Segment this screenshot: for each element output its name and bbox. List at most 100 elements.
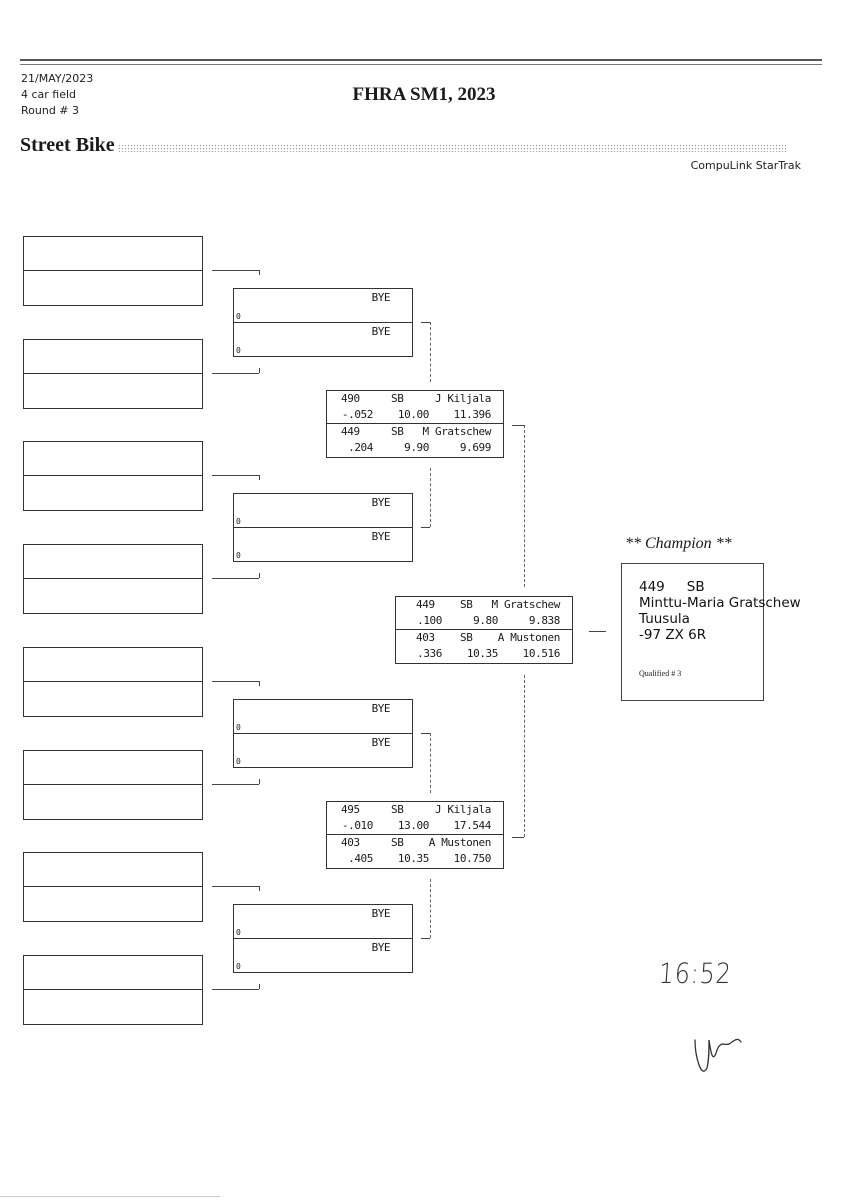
connector-tick (259, 475, 260, 480)
connector-dashed (430, 879, 431, 938)
car-number: 490 (341, 392, 360, 405)
connector (212, 886, 259, 887)
round1-slot-bottom (24, 887, 202, 921)
round1-slot-bottom (24, 476, 202, 510)
connector (212, 475, 259, 476)
bye-label: BYE (371, 735, 391, 749)
car-number: 449 (416, 598, 435, 611)
round1-slot-bottom (24, 682, 202, 716)
event-date: 21/MAY/2023 (21, 72, 94, 85)
bye-value: 0 (236, 757, 241, 766)
bye-label: BYE (371, 291, 391, 304)
round1-slot-bottom (24, 990, 202, 1024)
bye-label: BYE (371, 529, 391, 543)
final-bottom-line2: .336 10.35 10.516 (396, 646, 572, 663)
round1-box (23, 647, 203, 717)
connector-tick (259, 886, 260, 891)
connector-tick (259, 681, 260, 686)
bye-label: BYE (371, 496, 391, 509)
reaction-time: .336 (417, 647, 442, 660)
final-bottom-line1: 403 SB A Mustonen (396, 630, 572, 647)
round1-slot-bottom (24, 785, 202, 819)
connector (212, 989, 259, 990)
bye-value: 0 (236, 516, 241, 526)
connector (421, 938, 430, 939)
dial-in: 13.00 (397, 819, 430, 832)
round1-box (23, 852, 203, 922)
reaction-time: .100 (417, 614, 442, 627)
connector-tick (259, 270, 260, 275)
bye-label: BYE (371, 907, 391, 920)
handwritten-signature (694, 1038, 742, 1072)
bye-label: BYE (371, 940, 391, 954)
connector (212, 373, 259, 374)
footer-rule (0, 1196, 220, 1197)
connector-dashed (524, 425, 525, 587)
elapsed-time: 11.396 (453, 408, 492, 421)
connector (212, 784, 259, 785)
connector-tick (259, 779, 260, 784)
round1-box (23, 441, 203, 511)
car-class: SB (460, 631, 473, 644)
racer-name: M Gratschew (422, 425, 492, 438)
round1-slot-top (24, 237, 202, 271)
car-class: SB (391, 425, 404, 438)
semifinal-1-bottom-line2: .204 9.90 9.699 (327, 440, 503, 457)
round1-box (23, 339, 203, 409)
champion-box (621, 563, 764, 701)
bye-value: 0 (236, 551, 241, 560)
semifinal-2-box: 495 SB J Kiljala -.010 13.00 17.544 403 … (326, 801, 504, 869)
connector (421, 527, 430, 528)
champion-label: ** Champion ** (625, 535, 732, 552)
car-class: SB (460, 598, 473, 611)
car-number: 449 (341, 425, 360, 438)
bye-value: 0 (236, 962, 241, 971)
champion-city: Tuusula (639, 611, 690, 627)
semifinal-2-top-line1: 495 SB J Kiljala (327, 802, 503, 819)
reaction-time: -.052 (341, 408, 374, 421)
dial-in: 10.35 (466, 647, 499, 660)
champion-vehicle: -97 ZX 6R (639, 627, 707, 643)
champion-class: SB (686, 579, 705, 595)
elapsed-time: 10.516 (522, 647, 561, 660)
handwritten-time: 16:52 (657, 957, 733, 990)
semifinal-2-bottom-line1: 403 SB A Mustonen (327, 835, 503, 852)
round-number: Round # 3 (21, 104, 80, 117)
dial-in: 9.80 (473, 614, 498, 627)
car-number: 495 (341, 803, 360, 816)
connector (421, 322, 430, 323)
elapsed-time: 10.750 (453, 852, 492, 865)
car-number: 403 (416, 631, 435, 644)
header-rule (20, 59, 822, 61)
bye-value: 0 (236, 722, 241, 732)
racer-name: A Mustonen (428, 836, 492, 849)
car-class: SB (391, 392, 404, 405)
dial-in: 10.00 (397, 408, 430, 421)
connector-dashed (430, 733, 431, 793)
final-box: 449 SB M Gratschew .100 9.80 9.838 403 S… (395, 596, 573, 664)
round1-slot-bottom (24, 579, 202, 613)
semifinal-1-box: 490 SB J Kiljala -.052 10.00 11.396 449 … (326, 390, 504, 458)
connector (512, 425, 524, 426)
reaction-time: -.010 (341, 819, 374, 832)
connector (212, 681, 259, 682)
champion-qualified: Qualified # 3 (639, 669, 682, 678)
champion-name: Minttu-Maria Gratschew (639, 595, 801, 611)
final-top-line2: .100 9.80 9.838 (396, 613, 572, 630)
reaction-time: .405 (348, 852, 373, 865)
reaction-time: .204 (348, 441, 373, 454)
connector (212, 270, 259, 271)
round1-slot-bottom (24, 271, 202, 305)
dial-in: 9.90 (404, 441, 429, 454)
connector (589, 631, 606, 632)
racer-name: J Kiljala (434, 803, 491, 816)
semifinal-1-bottom-line1: 449 SB M Gratschew (327, 424, 503, 441)
racer-name: M Gratschew (491, 598, 561, 611)
